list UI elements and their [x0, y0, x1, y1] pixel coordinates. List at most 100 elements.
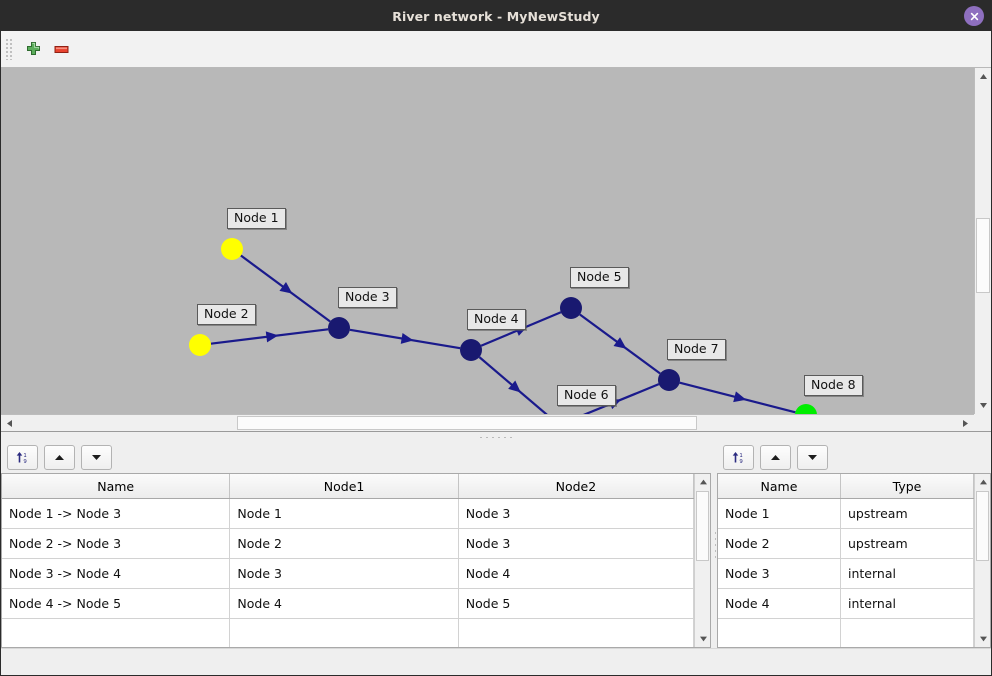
column-header-name[interactable]: Name	[718, 474, 841, 499]
nodes-toolbar: 1 9	[717, 441, 991, 473]
graph-node-label[interactable]: Node 4	[467, 309, 526, 330]
graph-node[interactable]	[221, 238, 243, 260]
scroll-up-icon[interactable]	[975, 474, 990, 490]
column-header-node2[interactable]: Node2	[458, 474, 694, 499]
table-cell[interactable]: Node 1 -> Node 3	[2, 498, 231, 529]
nodes-vscroll-thumb[interactable]	[976, 491, 989, 561]
graph-node[interactable]	[795, 404, 817, 414]
table-cell[interactable]: upstream	[840, 528, 974, 559]
arrow-down-icon[interactable]	[797, 444, 828, 470]
table-row-empty[interactable]	[2, 618, 694, 647]
table-cell-empty	[718, 618, 841, 647]
table-cell[interactable]: Node 1	[718, 498, 841, 529]
column-header-name[interactable]: Name	[2, 474, 231, 499]
nodes-vertical-scrollbar[interactable]	[974, 474, 990, 647]
table-cell[interactable]: Node 3	[458, 528, 694, 559]
table-cell[interactable]: Node 2	[229, 528, 459, 559]
table-cell[interactable]: internal	[840, 588, 974, 619]
table-cell-empty	[2, 618, 231, 647]
graph-node-label[interactable]: Node 6	[557, 385, 616, 406]
reaches-vertical-scrollbar[interactable]	[694, 474, 710, 647]
table-cell-empty	[458, 618, 694, 647]
window-title: River network - MyNewStudy	[392, 8, 600, 24]
canvas-vscroll-thumb[interactable]	[976, 218, 990, 293]
scroll-down-icon[interactable]	[695, 631, 710, 647]
canvas-horizontal-scrollbar[interactable]	[1, 414, 974, 431]
table-cell[interactable]: Node 3	[718, 558, 841, 589]
graph-node[interactable]	[460, 339, 482, 361]
splitter-grip	[478, 435, 514, 438]
scroll-up-icon[interactable]	[975, 68, 991, 85]
column-header-node1[interactable]: Node1	[229, 474, 459, 499]
edge-arrow-icon	[733, 391, 747, 403]
graph-toolbar	[1, 31, 991, 68]
arrow-down-icon[interactable]	[81, 444, 112, 470]
graph-node[interactable]	[328, 317, 350, 339]
graph-node[interactable]	[658, 369, 680, 391]
edge-arrow-icon	[508, 380, 521, 393]
table-cell[interactable]: Node 2	[718, 528, 841, 559]
table-cell-empty	[840, 618, 974, 647]
graph-node[interactable]	[560, 297, 582, 319]
table-cell[interactable]: Node 5	[458, 588, 694, 619]
horizontal-splitter[interactable]	[1, 432, 991, 441]
edge-arrow-icon	[613, 337, 627, 349]
scroll-left-icon[interactable]	[1, 415, 18, 431]
scroll-down-icon[interactable]	[975, 397, 991, 414]
table-cell[interactable]: Node 4	[229, 588, 459, 619]
reaches-toolbar: 1 9	[1, 441, 711, 473]
toolbar-drag-handle[interactable]	[5, 38, 13, 60]
table-cell[interactable]: internal	[840, 558, 974, 589]
scroll-down-icon[interactable]	[975, 631, 990, 647]
table-cell[interactable]: Node 3	[458, 498, 694, 529]
table-row-empty[interactable]	[718, 618, 974, 647]
scroll-right-icon[interactable]	[957, 415, 974, 431]
reaches-vscroll-thumb[interactable]	[696, 491, 709, 561]
remove-minus-icon[interactable]	[47, 35, 75, 63]
close-icon[interactable]	[964, 6, 984, 26]
graph-node-label[interactable]: Node 1	[227, 208, 286, 229]
table-cell[interactable]: Node 1	[229, 498, 459, 529]
add-plus-icon[interactable]	[19, 35, 47, 63]
graph-node-label[interactable]: Node 7	[667, 339, 726, 360]
graph-node-label[interactable]: Node 3	[338, 287, 397, 308]
graph-node-label[interactable]: Node 8	[804, 375, 863, 396]
vertical-splitter[interactable]	[711, 441, 717, 648]
table-cell[interactable]: Node 3 -> Node 4	[2, 558, 231, 589]
graph-node-label[interactable]: Node 2	[197, 304, 256, 325]
table-cell[interactable]: Node 4 -> Node 5	[2, 588, 231, 619]
table-cell[interactable]: Node 4	[458, 558, 694, 589]
table-cell[interactable]: Node 4	[718, 588, 841, 619]
edge-arrow-icon	[279, 282, 293, 294]
table-cell[interactable]: Node 3	[229, 558, 459, 589]
sort-icon[interactable]: 1 9	[7, 444, 38, 470]
column-header-type[interactable]: Type	[840, 474, 974, 499]
network-canvas[interactable]: Node 1 Node 2 Node 3 Node 4 Node 5 Node 6 Node…	[1, 68, 991, 432]
canvas-hscroll-thumb[interactable]	[237, 416, 697, 430]
title-bar: River network - MyNewStudy	[1, 1, 991, 31]
edge-arrow-icon	[265, 331, 279, 343]
graph-node-label[interactable]: Node 5	[570, 267, 629, 288]
scroll-up-icon[interactable]	[695, 474, 710, 490]
table-cell[interactable]: upstream	[840, 498, 974, 529]
scrollbar-corner	[974, 414, 991, 431]
canvas-vertical-scrollbar[interactable]	[974, 68, 991, 414]
sort-icon[interactable]: 1 9	[723, 444, 754, 470]
network-canvas-viewport[interactable]: Node 1 Node 2 Node 3 Node 4 Node 5 Node 6 Node…	[1, 68, 974, 414]
arrow-up-icon[interactable]	[44, 444, 75, 470]
arrow-up-icon[interactable]	[760, 444, 791, 470]
graph-node[interactable]	[189, 334, 211, 356]
table-cell[interactable]: Node 2 -> Node 3	[2, 528, 231, 559]
